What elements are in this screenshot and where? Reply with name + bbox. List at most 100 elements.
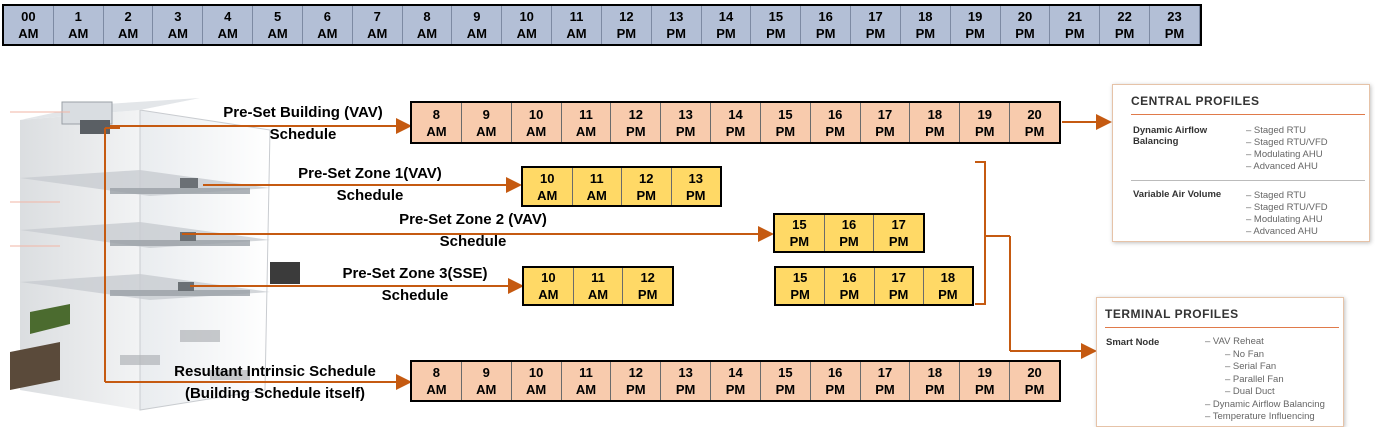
zone3b-meridiem: PM [790, 287, 810, 302]
zone1-meridiem: AM [537, 187, 558, 203]
zone2-label-line2: Schedule [439, 233, 507, 250]
timeline-hour: 16 [818, 9, 833, 24]
resultant-meridiem: AM [575, 382, 597, 397]
building-hour: 16 [827, 106, 843, 122]
resultant-meridiem: PM [875, 382, 895, 397]
zone3-label-line1: Pre-Set Zone 3(SSE) [342, 265, 488, 282]
resultant-meridiem: PM [825, 382, 845, 397]
zone1-schedule-label: Pre-Set Zone 1(VAV) Schedule [270, 163, 470, 207]
central-group2-item2: – Staged RTU/VFD [1246, 202, 1328, 213]
zone1-hour: 12 [639, 170, 654, 186]
building-hour: 14 [728, 106, 743, 122]
central-group1-name: Dynamic Airflow Balancing [1133, 125, 1208, 147]
terminal-item: – Serial Fan [1225, 361, 1277, 372]
zone2-hour: 16 [841, 217, 857, 232]
central-profiles-title: CENTRAL PROFILES [1131, 94, 1260, 108]
resultant-hour: 11 [579, 365, 593, 380]
building-hour: 9 [482, 106, 490, 122]
timeline-meridiem: AM [317, 26, 338, 41]
timeline-meridiem: PM [865, 26, 886, 41]
building-meridiem: PM [974, 123, 995, 139]
zone3a-hour: 11 [591, 270, 605, 285]
timeline-hour: 7 [373, 9, 381, 24]
zone1-meridiem: PM [636, 187, 657, 203]
timeline-hour: 9 [473, 9, 481, 24]
zone2-schedule-label: Pre-Set Zone 2 (VAV) Schedule [370, 209, 576, 253]
timeline-meridiem: AM [566, 26, 587, 41]
timeline-meridiem: AM [18, 26, 39, 41]
central-group2-item3: – Modulating AHU [1246, 214, 1323, 225]
timeline-hour: 6 [323, 9, 331, 24]
central-group1-item3: – Modulating AHU [1246, 149, 1323, 160]
zone2-label-line1: Pre-Set Zone 2 (VAV) [399, 211, 547, 228]
building-hour: 8 [432, 106, 441, 122]
central-group1-item2: – Staged RTU/VFD [1246, 137, 1328, 148]
building-hour: 18 [927, 106, 943, 122]
timeline-hour: 19 [967, 9, 983, 24]
building-hour: 12 [628, 106, 644, 122]
resultant-meridiem: PM [1024, 382, 1045, 397]
timeline-hour: 3 [174, 9, 182, 24]
building-hour: 15 [778, 106, 793, 122]
building-meridiem: AM [575, 123, 597, 139]
timeline-hour: 23 [1167, 9, 1182, 24]
timeline-meridiem: PM [766, 26, 786, 41]
resultant-meridiem: PM [925, 382, 945, 397]
building-label-line2: Schedule [269, 126, 337, 143]
timeline-meridiem: AM [416, 26, 438, 41]
zones-bracket [975, 161, 986, 305]
building-meridiem: PM [675, 123, 696, 139]
terminal-group-name: Smart Node [1106, 337, 1160, 348]
zone1-label-line2: Schedule [336, 187, 404, 204]
zone3a-hour: 12 [640, 270, 655, 285]
resultant-hour: 20 [1027, 365, 1042, 380]
building-hour: 10 [528, 106, 544, 122]
terminal-item: – VAV Reheat [1205, 336, 1264, 347]
zone3a-meridiem: AM [587, 287, 609, 302]
zone1-hour: 10 [540, 170, 555, 186]
resultant-hour: 16 [827, 365, 843, 380]
building-hour: 11 [579, 106, 593, 122]
timeline-meridiem: PM [965, 26, 985, 41]
resultant-hour: 18 [927, 365, 943, 380]
resultant-hour: 15 [778, 365, 793, 380]
central-profiles-panel: CENTRAL PROFILES Dynamic Airflow Balanci… [1112, 84, 1370, 242]
timeline-meridiem: AM [367, 26, 388, 41]
zone3b-meridiem: PM [839, 287, 860, 302]
timeline-hour: 18 [918, 9, 933, 24]
